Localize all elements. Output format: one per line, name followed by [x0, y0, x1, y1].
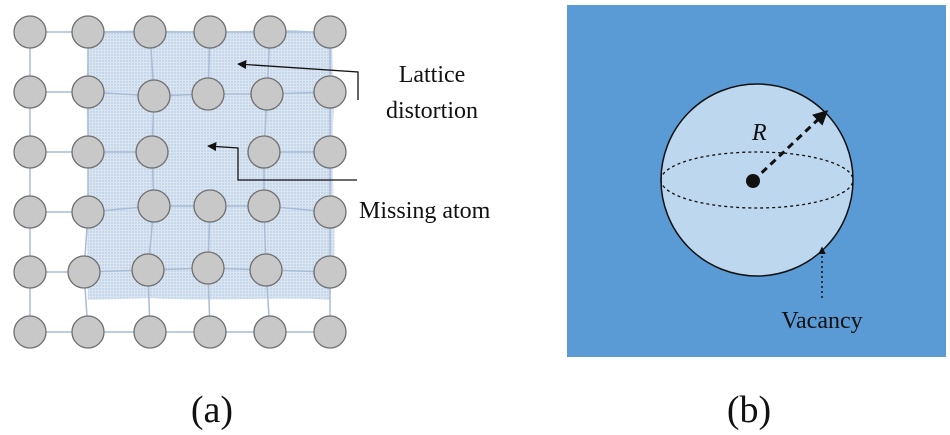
- lattice-atom: [137, 79, 171, 113]
- lattice-atom: [193, 15, 227, 49]
- missing-atom-label: Missing atom: [359, 198, 491, 224]
- lattice-atom: [313, 195, 347, 229]
- lattice-atom: [137, 189, 171, 223]
- panel-a-caption: (a): [191, 389, 233, 431]
- lattice-atom: [253, 315, 287, 349]
- lattice-atom: [71, 135, 105, 169]
- lattice-atoms: [13, 15, 347, 349]
- sphere-equator-front: [660, 179, 854, 209]
- lattice-atom: [313, 135, 347, 169]
- lattice-distortion-label-line1: Lattice: [399, 62, 466, 88]
- lattice-distortion-arrow: [237, 60, 359, 100]
- lattice-atom: [253, 15, 287, 49]
- sphere-equator-back: [660, 151, 854, 181]
- lattice-atom: [13, 315, 47, 349]
- lattice-atom: [313, 315, 347, 349]
- lattice-atom: [133, 315, 167, 349]
- vacancy-label: Vacancy: [781, 308, 862, 334]
- lattice-atom: [249, 253, 283, 287]
- lattice-atom: [13, 75, 47, 109]
- lattice-atom: [71, 195, 105, 229]
- lattice-atom: [313, 255, 347, 289]
- lattice-atom: [13, 195, 47, 229]
- lattice-atom: [71, 15, 105, 49]
- radius-arrow: [751, 109, 829, 183]
- radius-label: R: [751, 120, 767, 146]
- lattice-atom: [71, 315, 105, 349]
- lattice-atom: [71, 75, 105, 109]
- missing-atom-arrow: [207, 142, 357, 181]
- panel-b-caption: (b): [727, 389, 771, 431]
- lattice-atom: [191, 77, 225, 111]
- lattice-atom: [133, 15, 167, 49]
- lattice-atom: [193, 315, 227, 349]
- lattice-atom: [13, 135, 47, 169]
- lattice-atom: [250, 77, 284, 111]
- lattice-atom: [67, 255, 101, 289]
- lattice-atom: [135, 135, 169, 169]
- lattice-atom: [13, 15, 47, 49]
- lattice-atom: [193, 189, 227, 223]
- panel-a: Lattice distortion Missing atom (a): [13, 15, 491, 431]
- lattice-atom: [313, 75, 347, 109]
- lattice-atom: [247, 135, 281, 169]
- lattice-atom: [247, 189, 281, 223]
- lattice-atom: [13, 255, 47, 289]
- panel-b: R Vacancy (b): [567, 5, 946, 431]
- lattice-atom: [191, 251, 225, 285]
- lattice-atom: [313, 15, 347, 49]
- lattice-atom: [131, 253, 165, 287]
- lattice-distortion-label-line2: distortion: [386, 98, 478, 124]
